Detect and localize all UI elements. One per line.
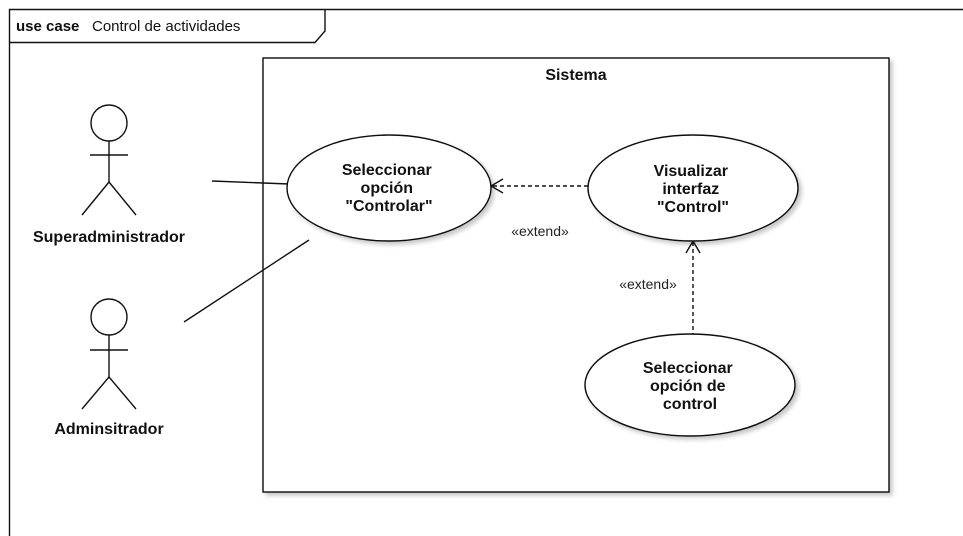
stick-figure-icon: [81, 298, 137, 410]
use-case-label: Seleccionar opción de control: [643, 360, 737, 413]
stick-figure-icon: [81, 104, 137, 216]
actor-name: Adminsitrador: [54, 421, 163, 438]
extend-relation[interactable]: «extend»: [619, 239, 701, 337]
system-boundary: Sistema: [262, 57, 890, 493]
association-line[interactable]: [183, 239, 310, 323]
use-case-seleccionar-opcion-de-control[interactable]: Seleccionar opción de control: [584, 333, 796, 437]
use-case-seleccionar-opcion-controlar[interactable]: Seleccionar opción "Controlar": [286, 134, 492, 242]
extend-label: «extend»: [511, 223, 569, 239]
use-case-label: Seleccionar opción "Controlar": [342, 162, 436, 215]
frame-title: Control de actividades: [92, 18, 240, 35]
frame-keyword: use case: [16, 18, 79, 35]
actor-name: Superadministrador: [33, 229, 185, 246]
extend-label: «extend»: [619, 276, 677, 292]
use-case-visualizar-interfaz-control[interactable]: Visualizar interfaz "Control": [587, 134, 799, 242]
system-title: Sistema: [545, 67, 606, 84]
diagram-frame: use case Control de actividades: [8, 8, 963, 536]
association-line[interactable]: [211, 180, 290, 185]
actor-adminsitrador[interactable]: Adminsitrador: [54, 298, 164, 438]
actor-superadministrador[interactable]: Superadministrador: [33, 104, 185, 246]
use-case-label: Visualizar interfaz "Control": [654, 163, 733, 216]
frame-tab: [9, 9, 326, 44]
